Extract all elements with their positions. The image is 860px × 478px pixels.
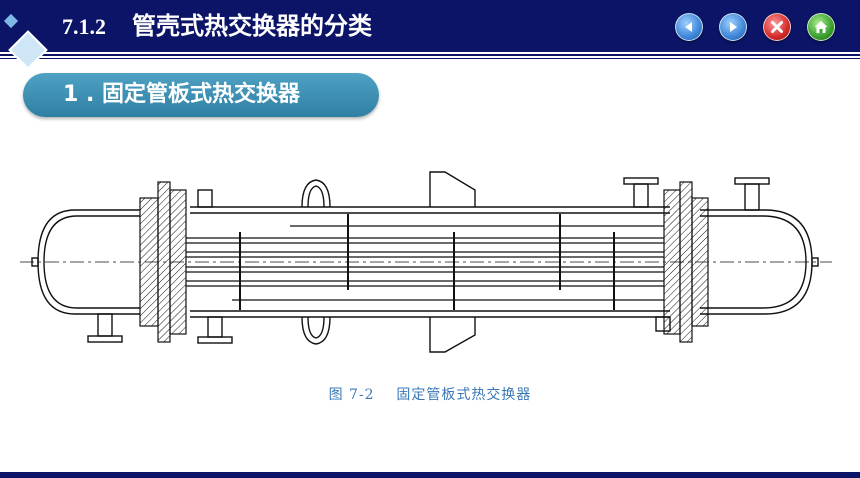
slide-header: 7.1.2 管壳式热交换器的分类 [0, 0, 860, 70]
heat-exchanger-drawing [20, 171, 832, 353]
title-text: 管壳式热交换器的分类 [132, 12, 372, 40]
figure-caption: 图 7-2 固定管板式热交换器 [0, 384, 860, 404]
tube-bundle [186, 225, 664, 301]
close-button[interactable] [763, 13, 791, 41]
back-arrow-icon [685, 22, 692, 32]
section-heading: 1 . 固定管板式热交换器 [63, 82, 300, 107]
home-icon [814, 21, 828, 33]
header-bar [0, 0, 860, 52]
baffles [239, 214, 615, 310]
header-divider-line-thin [0, 58, 860, 59]
figure-caption-text: 固定管板式热交换器 [396, 387, 532, 403]
exchanger-outline [31, 171, 819, 353]
section-number: 7.1.2 [62, 14, 106, 39]
section-heading-pill: 1 . 固定管板式热交换器 [23, 73, 379, 117]
forward-arrow-icon [730, 22, 737, 32]
figure-number: 图 7-2 [328, 387, 375, 403]
back-button[interactable] [675, 13, 703, 41]
header-divider-line [0, 54, 860, 56]
close-icon [771, 21, 783, 33]
home-button[interactable] [807, 13, 835, 41]
forward-button[interactable] [719, 13, 747, 41]
slide-title: 7.1.2 管壳式热交换器的分类 [62, 8, 372, 44]
footer-bar [0, 472, 860, 478]
